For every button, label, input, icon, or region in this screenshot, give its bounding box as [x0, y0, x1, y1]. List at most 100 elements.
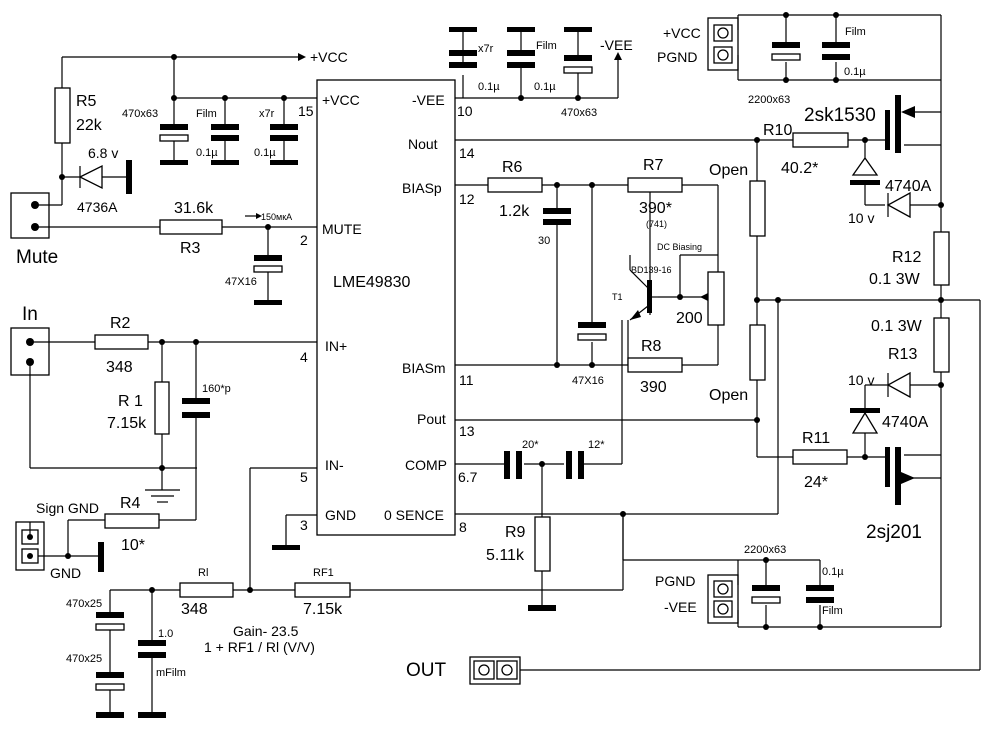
capacitor-30p [543, 208, 571, 225]
supply-connector-bottom[interactable] [707, 574, 739, 624]
mfilm-label: mFilm [156, 667, 186, 679]
pin-nout-num: 14 [459, 145, 475, 161]
c30-label: 30 [538, 235, 550, 247]
pin-inm-label: IN- [325, 457, 344, 473]
capacitor-1uf-mfilm [138, 640, 166, 718]
pin-biasm-label: BIASm [402, 360, 446, 376]
dc-biasing-label: DC Biasing [657, 242, 702, 252]
resistor-r13 [933, 317, 950, 373]
r8-value: 390 [640, 379, 667, 396]
r9-label: R9 [505, 524, 526, 541]
capacitor-film-top [507, 27, 535, 75]
capacitor-20p [504, 451, 522, 479]
pin-biasp-num: 12 [459, 191, 475, 207]
c01-low-label: 0.1µ [822, 566, 844, 578]
c470x25-a-label: 470x25 [66, 598, 102, 610]
potentiometer-200[interactable] [700, 271, 725, 326]
c470x63-left-label: 470x63 [122, 108, 158, 120]
pin-gnd-label: GND [325, 507, 356, 523]
film-low-label: Film [822, 605, 843, 617]
pin-pout-label: Pout [417, 411, 446, 427]
mute-wiring [35, 57, 317, 255]
x7r-left-label: x7r [259, 108, 275, 120]
vcc-rail [62, 53, 317, 101]
capacitor-x7r-left [270, 98, 298, 165]
r9-value: 5.11k [486, 547, 525, 564]
supply-vcc-label: +VCC [663, 25, 701, 41]
mute-cap-label: 47X16 [225, 276, 257, 288]
r10-value: 40.2* [781, 160, 818, 177]
input-wiring [29, 339, 317, 521]
pin-mute-num: 2 [300, 232, 308, 248]
c47x16-bias-label: 47X16 [572, 375, 604, 387]
pin-inm-num: 5 [300, 469, 308, 485]
pin-vee-label: -VEE [412, 92, 445, 108]
output-connector[interactable] [469, 656, 521, 685]
pin-sence-num: 8 [459, 519, 467, 535]
film-top-label: Film [536, 40, 557, 52]
q-bottom-label: 2sj201 [866, 522, 922, 543]
r3-value: 31.6k [174, 200, 214, 217]
ic-gnd-wiring [272, 514, 317, 550]
rl-value: 348 [181, 601, 208, 618]
pin-biasm-num: 11 [459, 372, 474, 388]
mute-connector-label: Mute [16, 247, 58, 268]
open-bottom-label: Open [709, 387, 748, 404]
x7r-top-label: x7r [478, 43, 494, 55]
pin-biasp-label: BIASp [402, 180, 442, 196]
r8-label: R8 [641, 338, 662, 355]
mute-connector[interactable] [10, 192, 50, 239]
resistor-r7 [627, 177, 683, 193]
mute-current-arrow [245, 213, 262, 219]
gain-formula: 1 + RF1 / Rl (V/V) [204, 639, 315, 655]
mosfet-2sk1530 [885, 95, 915, 153]
zener-top-b [886, 191, 941, 219]
mute-current-label: 150мкА [261, 212, 292, 222]
ic-name: LME49830 [333, 274, 410, 291]
film-left-label: Film [196, 108, 217, 120]
c2200-low-label: 2200x63 [744, 544, 786, 556]
c1-value: 1.0 [158, 628, 173, 640]
film-right-value: 0.1µ [844, 66, 866, 78]
resistor-r2 [94, 334, 149, 350]
r10-label: R10 [763, 122, 792, 139]
top-decoupling-wiring [455, 30, 619, 101]
r7-label: R7 [643, 157, 664, 174]
lower-pgnd-label: PGND [655, 573, 695, 589]
sign-gnd-wiring [29, 519, 105, 572]
vee-label-top: -VEE [600, 37, 633, 53]
r6-label: R6 [502, 159, 523, 176]
resistor-r1 [154, 381, 170, 435]
resistor-r10 [792, 132, 849, 148]
pin-inp-num: 4 [300, 349, 308, 365]
supply-connector-top[interactable] [707, 17, 739, 71]
x7r-top-value: 0.1µ [478, 81, 500, 93]
film-top-value: 0.1µ [534, 81, 556, 93]
capacitor-film-bottom [806, 585, 834, 603]
r5-label: R5 [76, 93, 97, 110]
z-bot-part: 4740A [882, 414, 929, 431]
transistor-part: BD139-16 [631, 265, 672, 275]
feedback-wiring [109, 467, 626, 640]
output-wiring [455, 88, 981, 671]
comp-wiring [455, 300, 779, 605]
transistor-ref: T1 [612, 292, 623, 302]
pin-comp-label: COMP [405, 457, 447, 473]
transistor-bd139 [629, 255, 658, 321]
pot-value: 200 [676, 310, 703, 327]
supply-bottom-wiring [622, 514, 941, 630]
zener-bottom-b [850, 408, 880, 434]
r4-value: 10* [121, 537, 145, 554]
zener-diode-4736a [78, 160, 132, 194]
rl-label: Rl [198, 567, 208, 579]
zener-mute-voltage: 6.8 v [88, 145, 118, 161]
resistor-r11 [792, 449, 848, 465]
z-top-voltage: 10 v [848, 210, 874, 226]
open-top-label: Open [709, 162, 748, 179]
capacitor-47x16-bias [577, 322, 607, 341]
resistor-open-top [749, 180, 766, 237]
capacitor-470x25-a [95, 612, 125, 672]
sign-gnd-label: Sign GND [36, 500, 99, 516]
zener-mute-part: 4736A [77, 199, 118, 215]
c470x25-b-label: 470x25 [66, 653, 102, 665]
